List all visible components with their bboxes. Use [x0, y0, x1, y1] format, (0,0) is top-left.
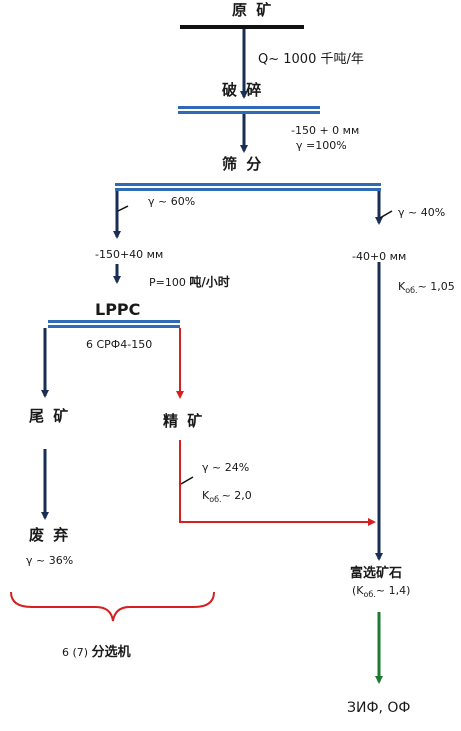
node-raw-ore: 原 矿: [232, 1, 274, 19]
capacity-label: Q~ 1000 千吨/年: [258, 53, 364, 66]
lppc-bar: [48, 320, 180, 328]
raw-ore-bar: [180, 25, 304, 29]
sorter-label: 6 (7) 分选机: [62, 646, 131, 659]
left-yield-label: γ ~ 60%: [148, 195, 196, 208]
left-size-label: -150+40 мм: [95, 248, 164, 261]
right-k-base: K: [398, 280, 406, 293]
conc-k-val: ~ 2,0: [221, 489, 252, 502]
right-k-sub: об.: [405, 286, 418, 296]
crushing-bar: [178, 106, 320, 114]
sorter-brace: [10, 591, 215, 622]
node-waste: 废 弃: [29, 526, 71, 544]
right-size-label: -40+0 мм: [352, 250, 407, 263]
conc-k-label: Kоб.~ 2,0: [202, 490, 252, 504]
rich-k-open: (K: [352, 584, 364, 597]
conc-yield-label: γ ~ 24%: [202, 461, 250, 474]
node-screening: 筛 分: [222, 155, 264, 173]
waste-yield-label: γ ~ 36%: [26, 554, 74, 567]
capacity-unit: 千吨/年: [320, 52, 364, 67]
node-concentrate: 精 矿: [163, 412, 205, 430]
capacity-prefix: Q~ 1000: [258, 52, 321, 67]
tick-left-yield: [117, 205, 129, 212]
node-rich-ore: 富选矿石: [350, 566, 403, 581]
rate-prefix: P=100: [149, 276, 190, 289]
right-yield-label: γ ~ 40%: [398, 206, 446, 219]
rich-k-sub: об.: [363, 590, 376, 600]
rate-label: P=100 吨/小时: [149, 276, 230, 288]
right-k-label: Kоб.~ 1,05: [398, 281, 455, 295]
conc-k-sub: об.: [209, 495, 222, 505]
tick-right-yield: [379, 210, 393, 219]
node-tailings: 尾 矿: [29, 407, 71, 425]
crush-size-label: -150 + 0 мм: [291, 124, 360, 137]
right-k-val: ~ 1,05: [417, 280, 455, 293]
lppc-model-label: 6 СРФ4-150: [86, 338, 153, 351]
sorter-count: 6 (7): [62, 646, 92, 659]
node-crushing: 破 碎: [222, 81, 264, 99]
rate-unit: 吨/小时: [189, 275, 230, 289]
node-lppc: LPPC: [95, 300, 141, 319]
arrow-concentrate-to-rich: [179, 440, 376, 526]
rich-k-label: (Kоб.~ 1,4): [352, 585, 410, 599]
screening-bar: [115, 183, 381, 191]
crush-yield-label: γ =100%: [296, 139, 347, 152]
tick-concentrate-yield: [180, 476, 194, 485]
node-product: ЗИФ, ОФ: [347, 700, 411, 716]
sorter-unit: 分选机: [91, 645, 131, 660]
conc-k-base: K: [202, 489, 210, 502]
rich-k-val: ~ 1,4): [375, 584, 411, 597]
